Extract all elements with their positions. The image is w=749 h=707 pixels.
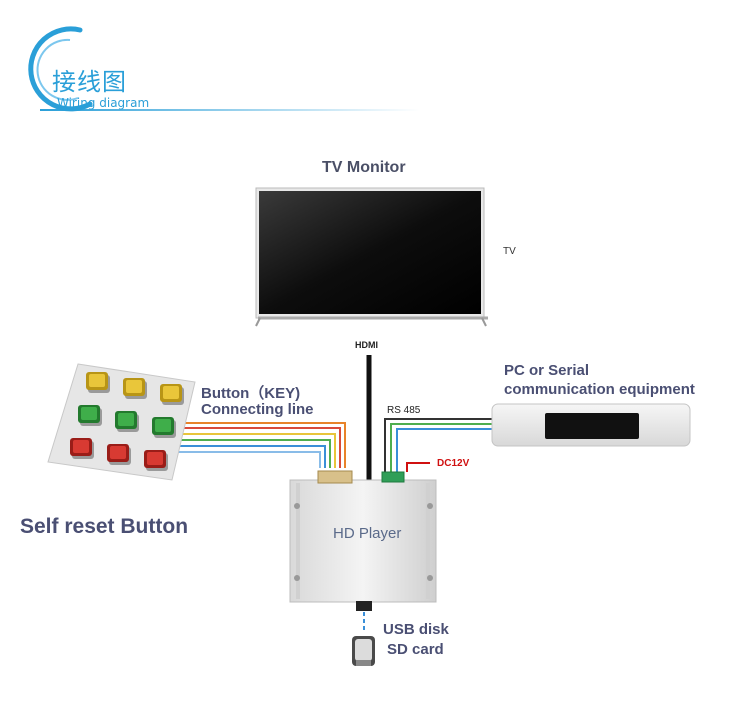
self-reset-button-label: Self reset Button bbox=[20, 515, 189, 538]
key-green-2-1 bbox=[78, 405, 102, 426]
key-green-2-2 bbox=[115, 411, 139, 432]
key-yellow-1-2 bbox=[123, 378, 147, 399]
key-red-3-2 bbox=[107, 444, 131, 465]
rs485-wires bbox=[384, 418, 492, 472]
key-red-3-3 bbox=[144, 450, 168, 471]
pc-serial-device-image bbox=[491, 403, 691, 447]
dc12v-wire bbox=[406, 462, 430, 472]
button-wires bbox=[175, 422, 346, 468]
tv-monitor-image bbox=[255, 187, 488, 327]
header-title-en: Wiring diagram bbox=[57, 96, 150, 110]
tv-side-label: TV bbox=[503, 246, 516, 257]
dc12v-label: DC12V bbox=[437, 458, 470, 469]
header-logo-icon bbox=[28, 26, 420, 112]
communication-equipment-label: communication equipment bbox=[504, 381, 695, 398]
pc-serial-label: PC or Serial bbox=[504, 362, 590, 379]
hd-player-device-image bbox=[289, 470, 437, 611]
header-title-cn: 接线图 bbox=[52, 68, 127, 96]
key-yellow-1-1 bbox=[86, 372, 110, 393]
usb-disk-label: USB disk bbox=[383, 621, 449, 638]
hdmi-label: HDMI bbox=[355, 340, 378, 350]
connecting-line-label: Connecting line bbox=[201, 401, 314, 418]
key-red-3-1 bbox=[70, 438, 94, 459]
key-green-2-3 bbox=[152, 417, 176, 438]
tv-monitor-label: TV Monitor bbox=[322, 159, 406, 176]
key-yellow-1-3 bbox=[160, 384, 184, 405]
button-key-label: Button（KEY) bbox=[201, 385, 301, 402]
hd-player-label: HD Player bbox=[333, 525, 402, 542]
rs485-label: RS 485 bbox=[387, 405, 421, 416]
sd-card-label: SD card bbox=[387, 641, 444, 658]
self-reset-button-pad bbox=[47, 363, 196, 481]
usb-disk-icon bbox=[352, 636, 375, 666]
